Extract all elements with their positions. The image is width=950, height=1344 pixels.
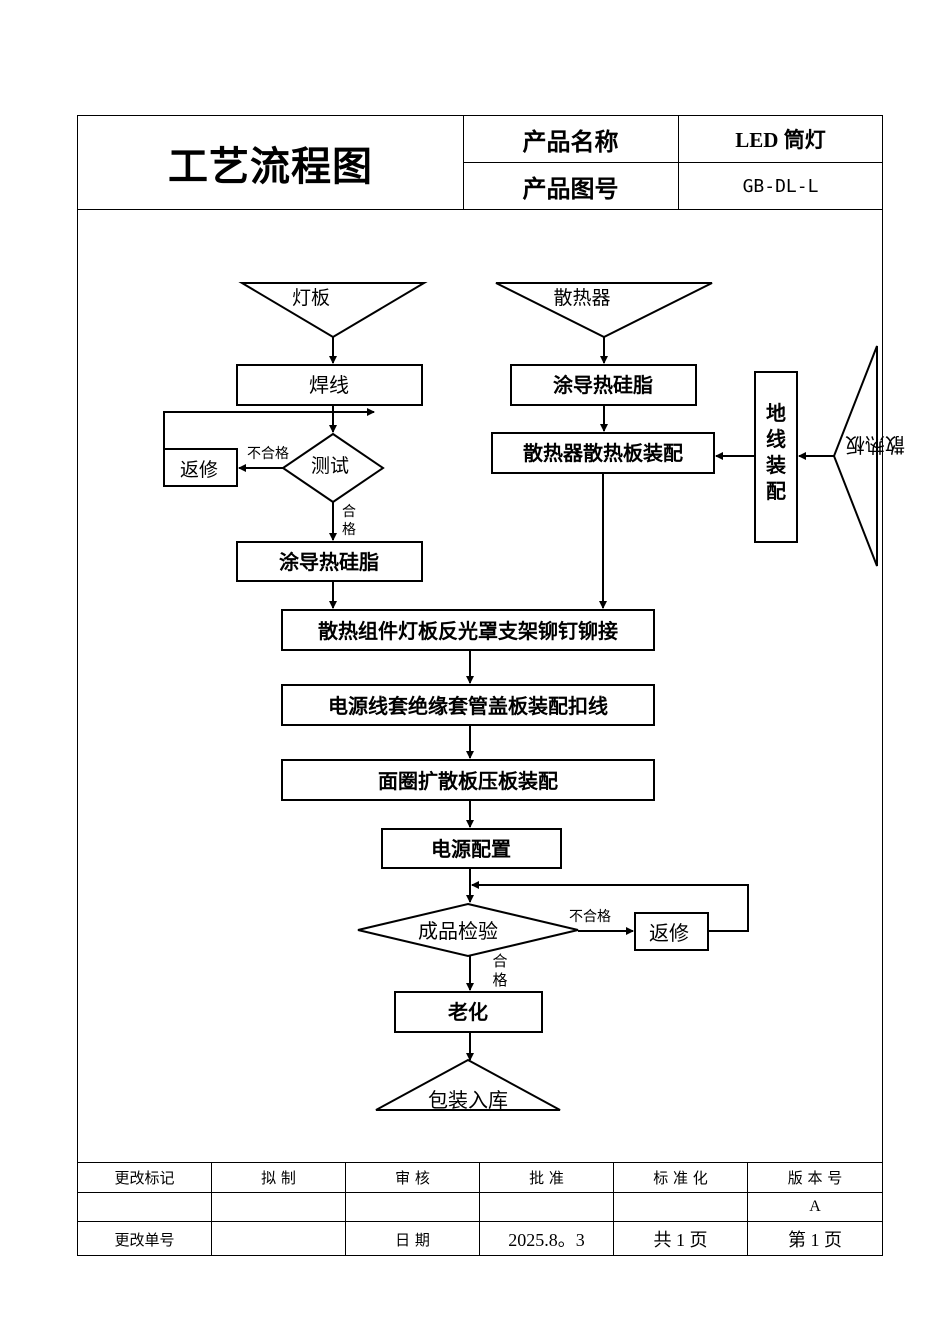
heatsink-assembly-label: 散热器散热板装配: [523, 441, 683, 465]
blank-cell: [78, 1193, 212, 1222]
standardized-label: 标 准 化: [614, 1163, 748, 1193]
change-mark-label: 更改标记: [78, 1163, 212, 1193]
blank-cell: [212, 1193, 346, 1222]
product-name-value: LED 筒灯: [679, 116, 882, 163]
power-config-box: [381, 828, 562, 869]
led-board-label: 灯板: [292, 287, 330, 309]
blank-cell: [614, 1193, 748, 1222]
power-assembly-box: [281, 684, 655, 726]
pass1-label: 合格: [342, 504, 356, 538]
revision-table: 更改标记 拟 制 审 核 批 准 标 准 化 版 本 号 A 更改单号 日 期 …: [78, 1162, 882, 1256]
grease-left-box: [236, 541, 423, 582]
test-label: 测试: [311, 455, 349, 477]
solder-box: [236, 364, 423, 406]
heatsink-input-shape: [495, 282, 713, 339]
led-board-input-shape: [238, 282, 428, 339]
face-assembly-box: [281, 759, 655, 801]
blank-cell: [212, 1222, 346, 1256]
packing-output-shape: [375, 1058, 561, 1111]
repair1-label: 返修: [180, 459, 218, 481]
riveting-label: 散热组件灯板反光罩支架铆钉铆接: [318, 619, 618, 643]
repair2-label: 返修: [649, 921, 689, 945]
document-title: 工艺流程图: [78, 116, 464, 209]
face-assembly-label: 面圈扩散板压板装配: [378, 769, 558, 793]
fail1-label: 不合格: [247, 446, 289, 462]
grease-left-label: 涂导热硅脂: [279, 550, 379, 574]
power-config-label: 电源配置: [431, 837, 511, 861]
final-check-label: 成品检验: [418, 919, 498, 943]
final-check-diamond: [357, 902, 579, 958]
date-value: 2025.8。3: [480, 1222, 614, 1256]
riveting-box: [281, 609, 655, 651]
change-no-label: 更改单号: [78, 1222, 212, 1256]
product-name-label: 产品名称: [463, 116, 679, 163]
approved-label: 批 准: [480, 1163, 614, 1193]
connector: [163, 408, 375, 468]
drawing-no-value: GB-DL-L: [742, 175, 819, 197]
connector: [471, 881, 749, 932]
drafted-label: 拟 制: [212, 1163, 346, 1193]
drawing-no-label: 产品图号: [463, 163, 679, 209]
blank-cell: [480, 1193, 614, 1222]
power-assembly-label: 电源线套绝缘套管盖板装配扣线: [328, 694, 608, 718]
version-value: A: [748, 1193, 882, 1222]
date-label: 日 期: [346, 1222, 480, 1256]
page-number: 第 1 页: [788, 1230, 842, 1250]
heat-plate-label: 散热板: [845, 433, 905, 457]
version-label: 版 本 号: [748, 1163, 882, 1193]
fail2-label: 不合格: [569, 909, 611, 925]
document-frame: 工艺流程图 产品名称 LED 筒灯 产品图号 GB-DL-L 更改标记 拟 制 …: [77, 115, 883, 1256]
pass2-label: 合格: [492, 952, 507, 989]
blank-cell: [346, 1193, 480, 1222]
aging-label: 老化: [448, 1000, 488, 1024]
reviewed-label: 审 核: [346, 1163, 480, 1193]
ground-assembly-label: 地线装配: [765, 401, 786, 503]
aging-box: [394, 991, 543, 1033]
packing-label: 包装入库: [428, 1088, 508, 1112]
total-pages: 共 1 页: [614, 1222, 748, 1256]
grease-right-label: 涂导热硅脂: [553, 373, 653, 397]
heatsink-label: 散热器: [553, 287, 610, 309]
title-block: 工艺流程图 产品名称 LED 筒灯 产品图号 GB-DL-L: [78, 116, 882, 210]
solder-label: 焊线: [309, 373, 349, 397]
heat-plate-input-shape: [832, 345, 878, 567]
